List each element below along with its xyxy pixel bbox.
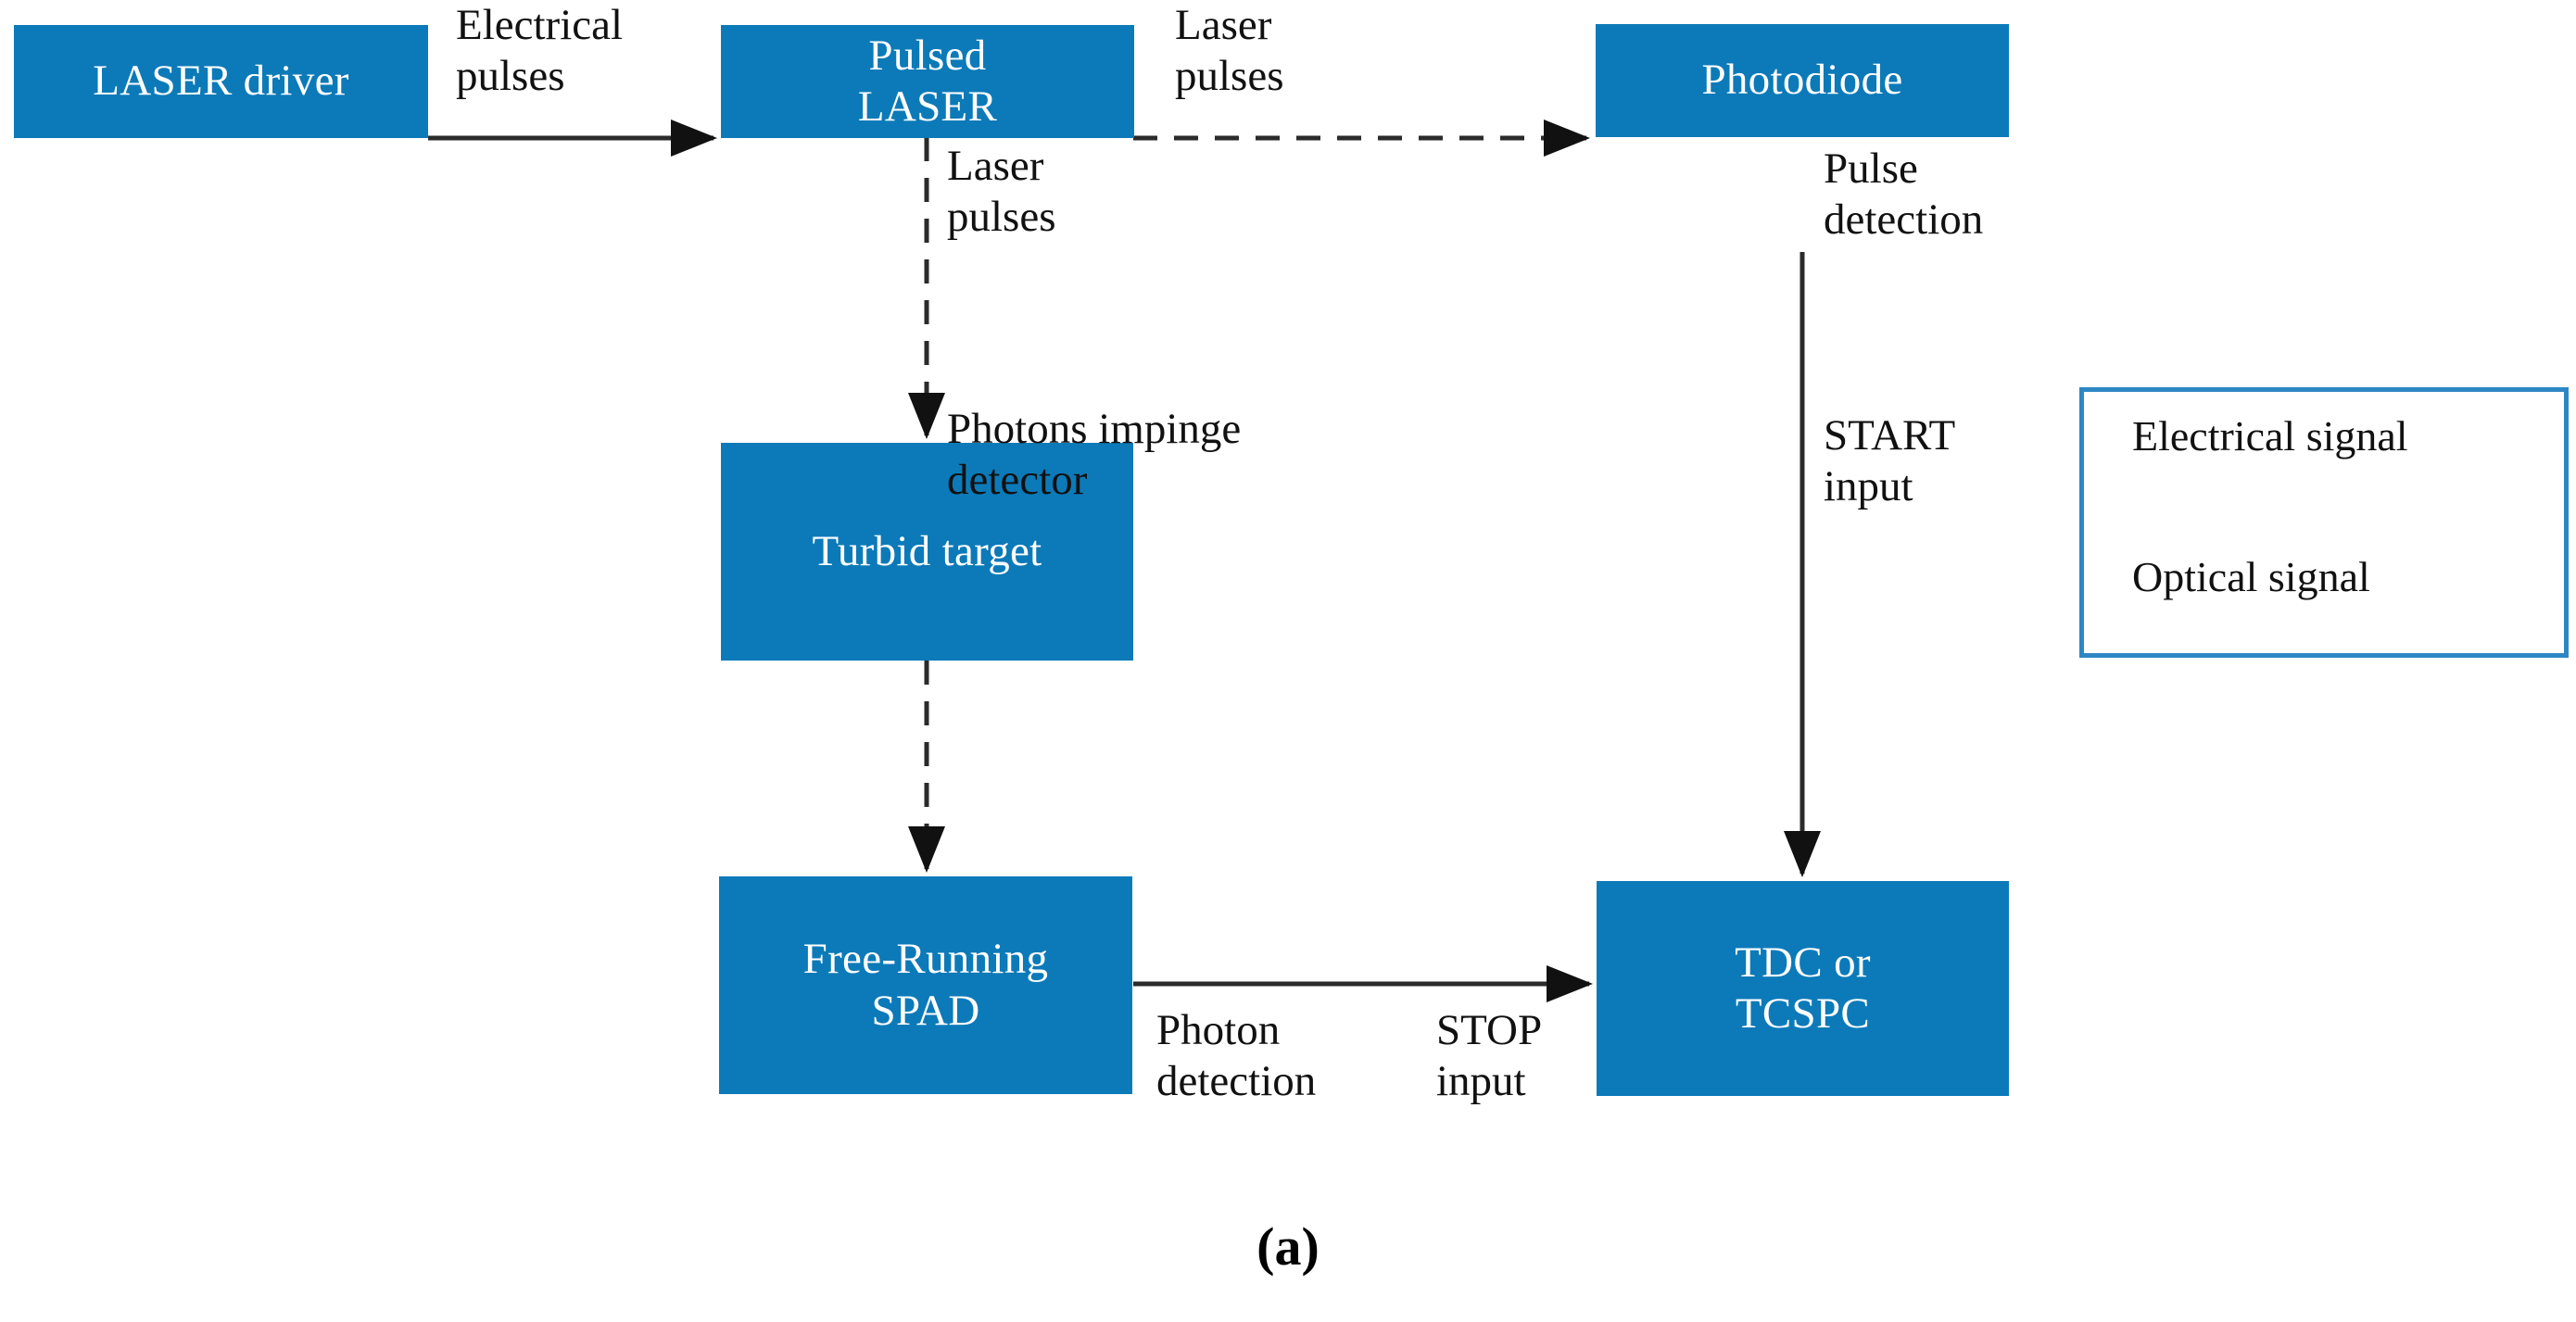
edge-label-stop-input: STOP input: [1436, 1006, 1543, 1105]
node-free-running-spad-label: Free-Running SPAD: [802, 935, 1049, 1035]
edge-label-start-input: START input: [1824, 411, 1956, 510]
legend-panel: [2079, 387, 2569, 658]
edge-label-spad-to-tdc: Photon detection: [1156, 1006, 1317, 1105]
edge-label-laser-to-photodiode: Laser pulses: [1175, 1, 1284, 100]
node-free-running-spad[interactable]: Free-Running SPAD: [719, 876, 1132, 1094]
legend-item-optical-signal-label: Optical signal: [2132, 553, 2370, 600]
node-laser-driver[interactable]: LASER driver: [14, 25, 428, 138]
node-pulsed-laser-label: Pulsed LASER: [857, 31, 998, 131]
node-pulsed-laser[interactable]: Pulsed LASER: [721, 25, 1134, 138]
node-laser-driver-label: LASER driver: [93, 57, 349, 106]
node-tdc-tcspc[interactable]: TDC or TCSPC: [1597, 881, 2009, 1096]
figure-caption: (a): [1256, 1216, 1320, 1277]
edge-label-driver-to-laser: Electrical pulses: [456, 1, 624, 100]
node-turbid-target-label: Turbid target: [812, 526, 1042, 575]
node-tdc-tcspc-label: TDC or TCSPC: [1735, 938, 1871, 1038]
node-photodiode-label: Photodiode: [1701, 56, 1903, 105]
edge-label-target-to-spad: Photons impinge detector: [947, 405, 1242, 504]
edge-label-laser-to-target: Laser pulses: [947, 142, 1056, 241]
legend-item-electrical-signal-label: Electrical signal: [2132, 412, 2408, 460]
node-photodiode[interactable]: Photodiode: [1596, 24, 2009, 137]
node-turbid-target[interactable]: Turbid target: [721, 443, 1133, 661]
edge-label-photodiode-to-tdc: Pulse detection: [1824, 145, 1984, 244]
